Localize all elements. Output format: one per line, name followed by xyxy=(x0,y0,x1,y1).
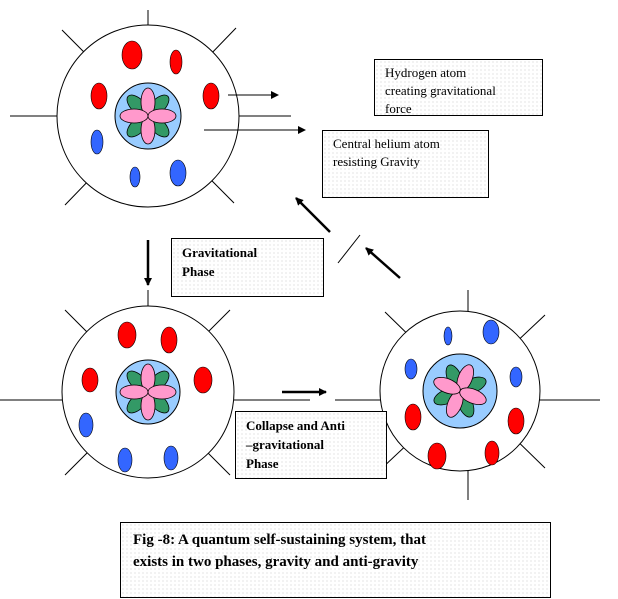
phase-return-arrow xyxy=(295,197,331,233)
hydrogen-atom xyxy=(90,82,108,110)
gravitational-label-line-2: Phase xyxy=(182,264,215,279)
phase-boundary-line xyxy=(337,234,361,264)
hydrogen-atom xyxy=(509,366,523,388)
hydrogen-atom xyxy=(90,129,104,155)
hydrogen-atom xyxy=(169,49,183,75)
hydrogen-atom xyxy=(193,366,213,394)
hydrogen-atom xyxy=(121,40,143,70)
hydrogen-atom xyxy=(404,403,422,431)
figure-caption: Fig -8: A quantum self-sustaining system… xyxy=(120,522,551,598)
hydrogen-atom xyxy=(117,447,133,473)
atom-collapse xyxy=(0,290,310,479)
orbital-petal xyxy=(147,384,177,400)
caption-line-2: exists in two phases, gravity and anti-g… xyxy=(133,554,419,570)
hydrogen-atom xyxy=(163,445,179,471)
hydrogen-atom xyxy=(78,412,94,438)
orbital-petal xyxy=(147,108,177,124)
helium-atom-label: Central helium atom resisting Gravity xyxy=(322,130,489,198)
helium-label-line-1: Central helium atom xyxy=(333,136,440,151)
hydrogen-atom xyxy=(160,326,178,354)
hydrogen-atom xyxy=(507,407,525,435)
hydrogen-atom xyxy=(117,321,137,349)
hydrogen-label-line-1: Hydrogen atom xyxy=(385,65,467,80)
hydrogen-atom-label: Hydrogen atom creating gravitational for… xyxy=(374,59,543,116)
hydrogen-label-line-3: force xyxy=(385,101,412,116)
hydrogen-atom xyxy=(202,82,220,110)
hydrogen-atom xyxy=(404,358,418,380)
anti-gravitational-phase-label: Collapse and Anti –gravitational Phase xyxy=(235,411,387,479)
caption-line-1: Fig -8: A quantum self-sustaining system… xyxy=(133,532,426,548)
hydrogen-label-line-2: creating gravitational xyxy=(385,83,496,98)
hydrogen-atom xyxy=(81,367,99,393)
hydrogen-atom xyxy=(169,159,187,187)
phase-up-arrow xyxy=(365,247,401,279)
atom-anti-gravitational xyxy=(335,290,600,500)
hydrogen-atom xyxy=(482,319,500,345)
hydrogen-atom xyxy=(484,440,500,466)
collapse-label-line-2: –gravitational xyxy=(246,437,324,452)
gravitational-label-line-1: Gravitational xyxy=(182,245,258,260)
hydrogen-atom xyxy=(427,442,447,470)
orbital-petal xyxy=(119,384,149,400)
gravitational-phase-label: Gravitational Phase xyxy=(171,238,324,297)
collapse-label-line-3: Phase xyxy=(246,456,279,471)
orbital-petal xyxy=(119,108,149,124)
hydrogen-atom xyxy=(443,326,453,346)
orbital-petal xyxy=(433,377,461,395)
atom-gravitational xyxy=(10,10,291,208)
hydrogen-atom xyxy=(129,166,141,188)
helium-label-line-2: resisting Gravity xyxy=(333,154,421,169)
collapse-label-line-1: Collapse and Anti xyxy=(246,418,345,433)
